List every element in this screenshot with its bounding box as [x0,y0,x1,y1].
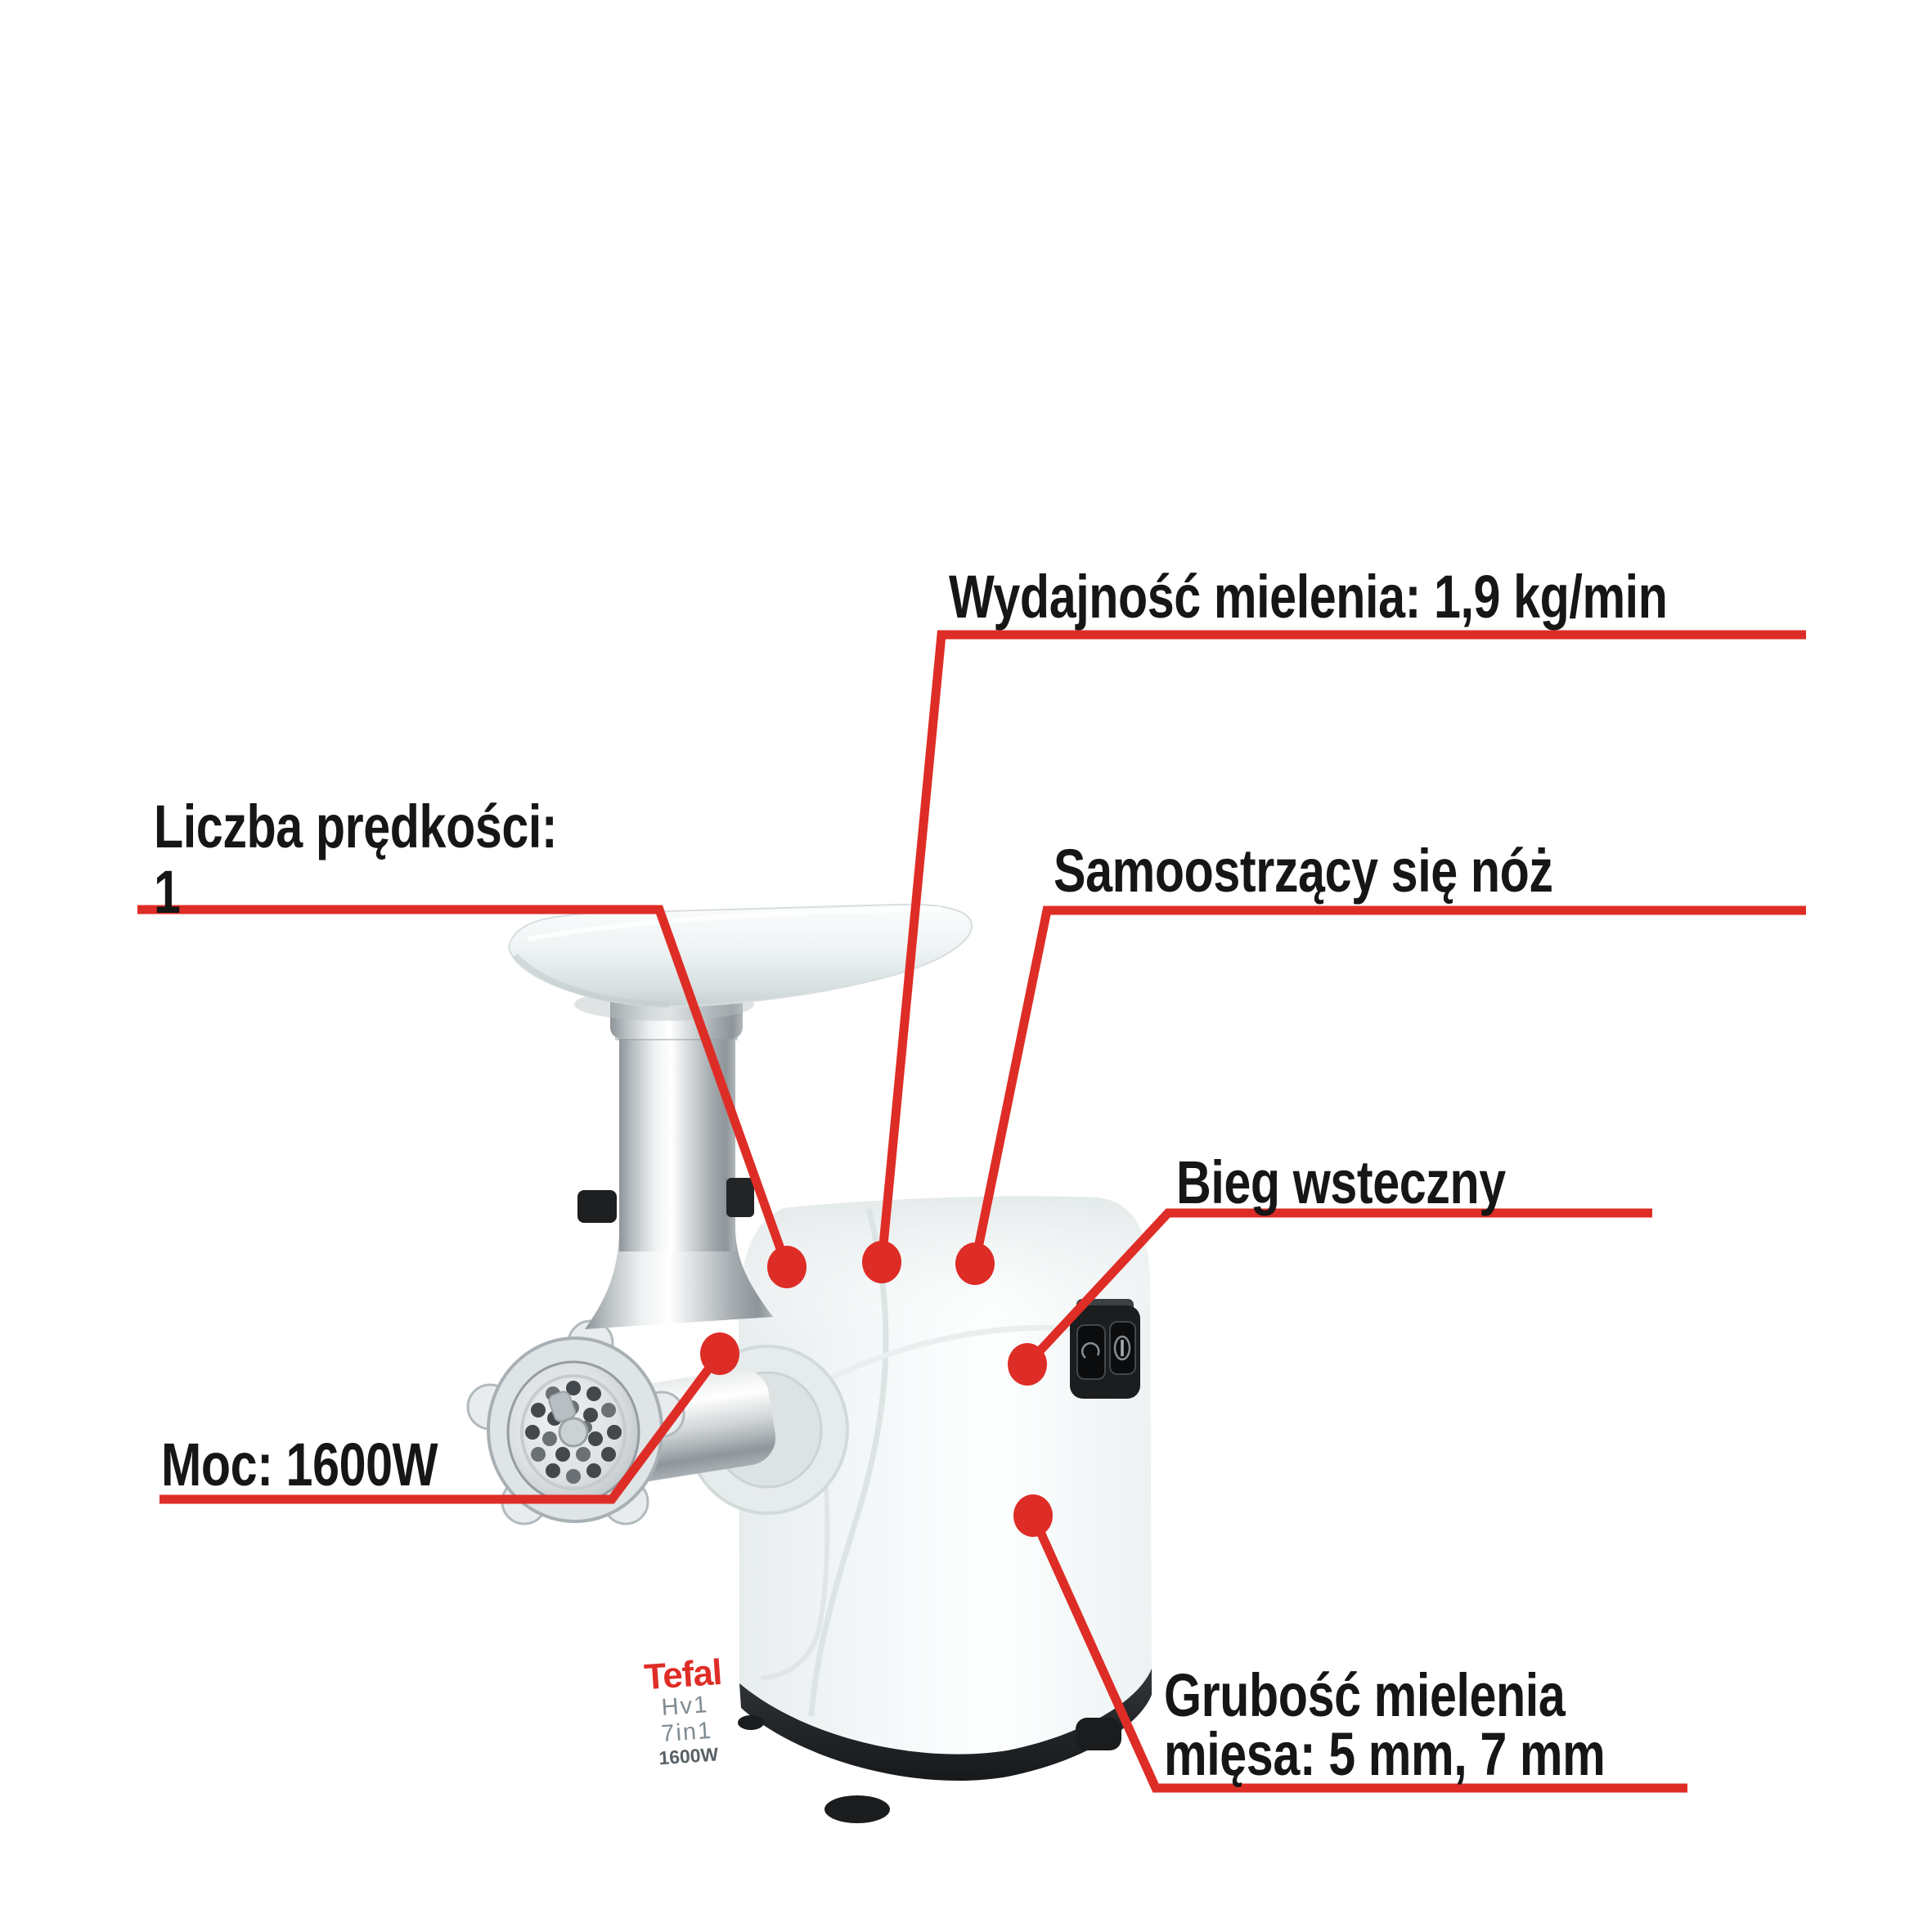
reverse-button-icon [1081,1341,1100,1359]
machine-foot-front [824,1795,890,1823]
callout-dot-liczba [767,1246,806,1288]
callout-lines [137,630,1806,1793]
power-button-icon [1113,1335,1131,1361]
reverse-button [1076,1324,1106,1380]
body-front-crease [808,1208,889,1717]
machine-foot-right [1076,1718,1121,1750]
callout-dot-bieg [1008,1343,1047,1386]
callout-label-wydajnosc: Wydajność mielenia: 1,9 kg/min [949,563,1668,631]
callout-label-moc: Moc: 1600W [161,1431,438,1498]
meat-grinder [466,903,1152,1823]
callout-label-grubosc: Grubość mielenia mięsa: 5 mm, 7 mm [1164,1661,1606,1788]
front-panel-outline [760,1463,830,1681]
callout-line-bieg [1023,1208,1652,1368]
brand-logo: Tefal Hv1 7in1 1600W [632,1651,738,1770]
callout-dots [700,1241,1053,1537]
callout-dot-moc [700,1332,739,1375]
callout-dot-samoostrzacy [955,1242,995,1285]
machine-foot-left [738,1715,764,1730]
callout-label-liczba-line1: Liczba prędkości: [154,793,558,860]
disc-hub [558,1417,589,1448]
callout-label-liczba-line2: 1 [154,858,181,926]
callout-label-samoostrzacy: Samoostrzący się nóż [1054,837,1553,905]
callout-line-wydajnosc [877,630,1806,1263]
disc-holes [525,1381,622,1484]
feed-tray [507,903,973,1021]
callout-dot-grubosc [1013,1494,1053,1537]
callout-line-grubosc [1028,1513,1687,1793]
callout-line-liczba [137,905,792,1269]
power-switch [1070,1299,1140,1399]
callout-label-liczba: Liczba prędkości: 1 [154,793,558,926]
callout-label-grubosc-line1: Grubość mielenia [1164,1661,1566,1729]
callout-dot-wydajnosc [862,1241,901,1283]
callout-line-samoostrzacy [970,905,1806,1265]
clamp-screw-right [726,1178,754,1217]
callout-line-moc [160,1350,724,1504]
callout-label-bieg: Bieg wsteczny [1176,1148,1506,1216]
clamp-screw-left [577,1190,617,1223]
brand-name: Tefal [643,1651,723,1698]
machine-base [739,1669,1152,1781]
cutting-disc [506,1360,640,1504]
callout-label-grubosc-line2: mięsa: 5 mm, 7 mm [1164,1720,1606,1788]
body-top-shading [739,1196,1150,1341]
brand-model: Hv1 7in1 [660,1692,714,1748]
